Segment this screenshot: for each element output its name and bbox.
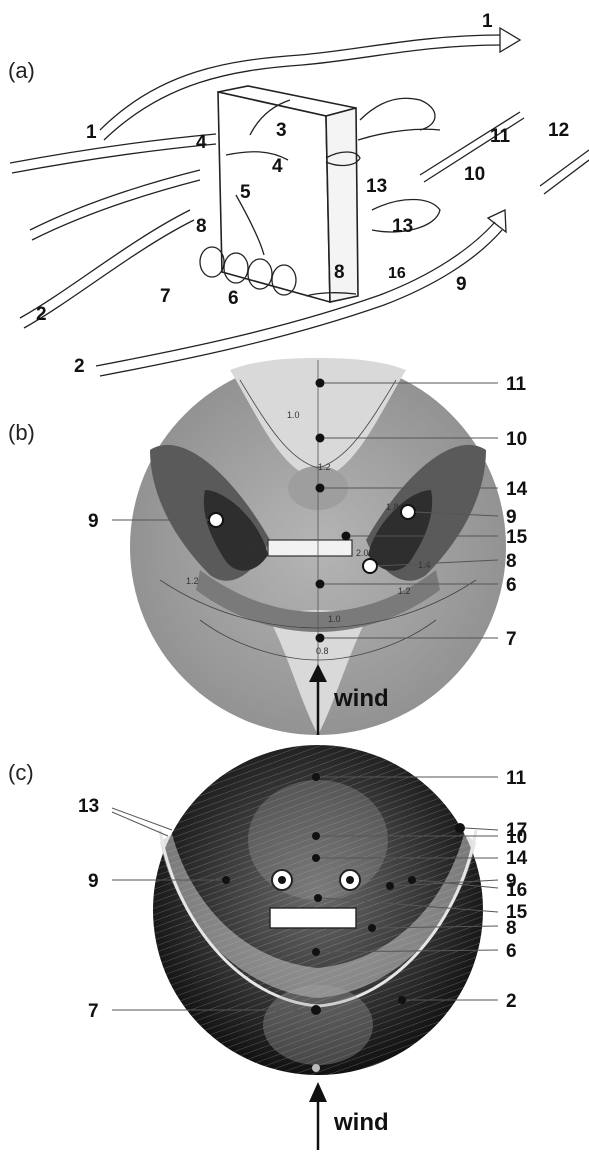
point-c-stagnation bbox=[312, 1064, 320, 1072]
panel-b-letter: (b) bbox=[8, 420, 35, 445]
label-a-16: 16 bbox=[388, 265, 406, 282]
contour-1-0-top: 1.0 bbox=[287, 410, 300, 420]
point-c-9-left bbox=[222, 876, 230, 884]
point-b-8 bbox=[363, 559, 377, 573]
label-c-6: 6 bbox=[506, 941, 517, 962]
point-b-10 bbox=[316, 434, 325, 443]
contour-0-5: 0.5 bbox=[228, 506, 241, 516]
label-a-8-right: 8 bbox=[334, 262, 345, 283]
point-b-6 bbox=[316, 580, 325, 589]
label-b-8: 8 bbox=[506, 551, 517, 572]
label-a-10: 10 bbox=[464, 164, 485, 185]
label-c-8: 8 bbox=[506, 918, 517, 939]
point-b-14 bbox=[316, 484, 325, 493]
label-b-9-right: 9 bbox=[506, 507, 517, 528]
point-c-7 bbox=[311, 1005, 321, 1015]
label-b-6: 6 bbox=[506, 575, 517, 596]
label-c-17: 17 bbox=[506, 820, 527, 841]
panel-a: (a) bbox=[8, 11, 589, 377]
label-b-10: 10 bbox=[506, 429, 527, 450]
point-c-9-right bbox=[386, 882, 394, 890]
label-c-16: 16 bbox=[506, 880, 527, 901]
panel-b: (b) 1.0 1.2 1.8 bbox=[8, 358, 528, 735]
label-a-8-left: 8 bbox=[196, 216, 207, 237]
label-a-2-bottom: 2 bbox=[74, 356, 85, 377]
point-c-6 bbox=[312, 948, 320, 956]
panel-c-letter: (c) bbox=[8, 760, 34, 785]
wind-label-b: wind bbox=[333, 685, 389, 712]
point-c-17 bbox=[455, 823, 465, 833]
label-c-11: 11 bbox=[506, 768, 527, 789]
label-a-6: 6 bbox=[228, 288, 239, 309]
label-a-9: 9 bbox=[456, 274, 467, 295]
point-c-8 bbox=[368, 924, 376, 932]
label-a-13-lower: 13 bbox=[392, 216, 413, 237]
contour-2-0-left: 2.0 bbox=[244, 540, 257, 550]
label-a-7: 7 bbox=[160, 286, 171, 307]
label-a-13-upper: 13 bbox=[366, 176, 387, 197]
label-b-7: 7 bbox=[506, 629, 517, 650]
point-c-10 bbox=[312, 832, 320, 840]
point-b-9-left bbox=[209, 513, 223, 527]
label-a-11: 11 bbox=[490, 126, 511, 147]
contour-1-0-bottom: 1.0 bbox=[328, 614, 341, 624]
label-b-11: 11 bbox=[506, 374, 527, 395]
point-c-11 bbox=[312, 773, 320, 781]
label-a-1-top: 1 bbox=[482, 11, 493, 32]
panel-c: (c) bbox=[8, 745, 528, 1150]
label-a-4-left: 4 bbox=[196, 132, 207, 153]
label-a-3: 3 bbox=[276, 120, 287, 141]
label-c-9-left: 9 bbox=[88, 871, 99, 892]
point-c-14 bbox=[312, 854, 320, 862]
label-b-14: 14 bbox=[506, 479, 528, 500]
label-b-15: 15 bbox=[506, 527, 528, 548]
label-a-5: 5 bbox=[240, 182, 251, 203]
panel-a-letter: (a) bbox=[8, 58, 35, 83]
label-a-1-left: 1 bbox=[86, 122, 97, 143]
contour-0-8: 0.8 bbox=[316, 646, 329, 656]
label-a-4-mid: 4 bbox=[272, 156, 283, 177]
label-c-13: 13 bbox=[78, 796, 99, 817]
oil-flow-visualization bbox=[153, 745, 483, 1075]
point-b-7 bbox=[316, 634, 325, 643]
contour-1-2-wake: 1.2 bbox=[318, 462, 331, 472]
label-a-12: 12 bbox=[548, 120, 569, 141]
contour-1-2-left: 1.2 bbox=[186, 576, 199, 586]
contour-1-4: 1.4 bbox=[418, 560, 431, 570]
label-a-2-left: 2 bbox=[36, 304, 47, 325]
label-b-9-left: 9 bbox=[88, 511, 99, 532]
point-b-15 bbox=[342, 532, 351, 541]
contour-1-2-right: 1.2 bbox=[398, 586, 411, 596]
point-b-9-right bbox=[401, 505, 415, 519]
label-c-14: 14 bbox=[506, 848, 528, 869]
contour-2-0-right: 2.0 bbox=[356, 548, 369, 558]
label-c-7: 7 bbox=[88, 1001, 99, 1022]
contour-1-8: 1.8 bbox=[386, 502, 399, 512]
point-b-11 bbox=[316, 379, 325, 388]
point-c-15 bbox=[314, 894, 322, 902]
label-c-2: 2 bbox=[506, 991, 517, 1012]
point-c-2 bbox=[398, 996, 406, 1004]
wind-label-c: wind bbox=[333, 1109, 389, 1136]
wind-arrow-c: wind bbox=[309, 1082, 389, 1150]
point-c-16 bbox=[408, 876, 416, 884]
